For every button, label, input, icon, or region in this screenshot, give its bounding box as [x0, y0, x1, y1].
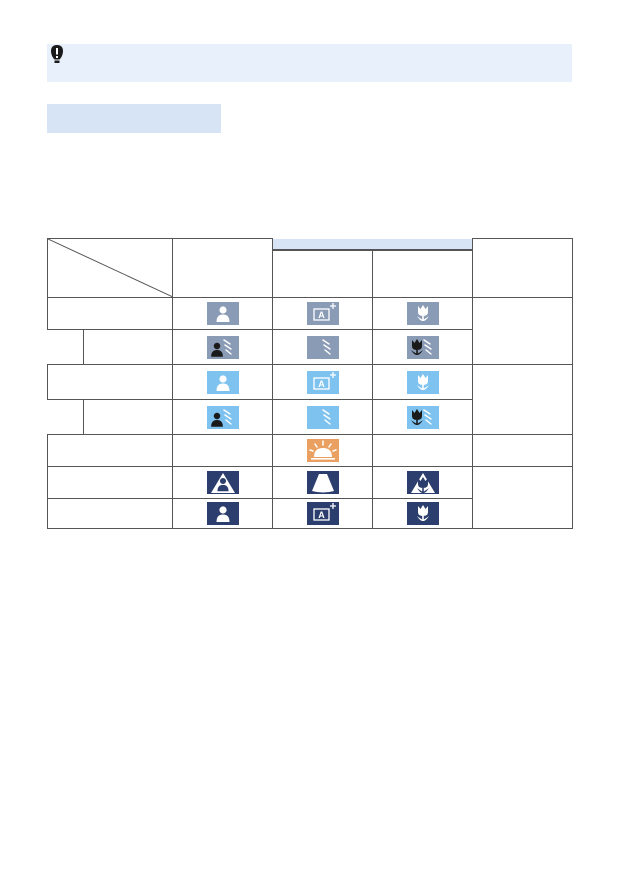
svg-text:A: A [318, 510, 325, 520]
row-label-cell [47, 466, 173, 499]
close-up-icon [406, 302, 439, 325]
tripod-close-up-icon [406, 471, 439, 494]
table-row [47, 434, 573, 467]
table-cell: A [272, 498, 373, 529]
row-label-cell [47, 297, 173, 330]
close-up-icon [406, 370, 439, 394]
table-row: A [47, 297, 573, 365]
header-cell-4 [472, 238, 573, 298]
row-label-cell [47, 364, 173, 400]
portrait-icon [206, 302, 239, 325]
row-indent-cell [47, 399, 84, 435]
caution-icon [51, 45, 63, 63]
backlit-close-up-icon [406, 405, 439, 429]
row-label-cell [83, 399, 173, 435]
table-cell [272, 466, 373, 499]
tripod-portrait-icon [206, 471, 239, 494]
backlit-close-up-icon [406, 335, 439, 359]
subheader-cell-b [372, 250, 473, 298]
diagonal-line [48, 239, 173, 297]
caution-bar [47, 44, 572, 82]
table-cell [372, 297, 473, 330]
table-cell [372, 399, 473, 435]
scene-auto-icon: A [306, 302, 339, 325]
table-row: A [47, 498, 573, 529]
table-row [47, 329, 573, 365]
table-cell [272, 434, 373, 467]
table-row [47, 466, 573, 529]
diagonal-header-cell [47, 238, 173, 298]
table-cell [172, 498, 273, 529]
table-header-row [47, 238, 573, 298]
scene-icon-table: A A [47, 238, 573, 529]
table-cell [172, 434, 273, 467]
svg-text:A: A [318, 310, 325, 320]
table-cell [472, 297, 573, 365]
table-cell [172, 399, 273, 435]
section-header [47, 104, 221, 133]
table-cell [472, 364, 573, 435]
table-cell [172, 329, 273, 365]
header-group-cell [273, 238, 473, 251]
portrait-icon [206, 502, 239, 525]
scene-auto-icon: A [306, 502, 339, 525]
table-cell: A [272, 364, 373, 400]
table-cell [372, 434, 473, 467]
table-cell [472, 434, 573, 467]
table-cell [372, 466, 473, 499]
table-row [47, 399, 573, 435]
table-cell [372, 364, 473, 400]
table-cell [372, 498, 473, 529]
scene-auto-icon: A [306, 370, 339, 394]
table-cell: A [272, 297, 373, 330]
table-cell [172, 466, 273, 499]
backlit-portrait-icon [206, 405, 239, 429]
row-indent-cell [47, 329, 84, 365]
table-cell [272, 329, 373, 365]
svg-text:A: A [318, 379, 325, 389]
row-label-cell [47, 498, 173, 529]
backlit-scene-icon [306, 335, 339, 359]
backlit-portrait-icon [206, 335, 239, 359]
table-cell [172, 297, 273, 330]
tripod-scene-icon [306, 471, 339, 494]
table-cell [472, 466, 573, 529]
table-row: A [47, 364, 573, 435]
close-up-icon [406, 502, 439, 525]
row-label-cell [83, 329, 173, 365]
table-cell [272, 399, 373, 435]
row-label-cell [47, 434, 173, 467]
portrait-icon [206, 370, 239, 394]
table-cell [172, 364, 273, 400]
table-cell [372, 329, 473, 365]
subheader-cell-a [272, 250, 373, 298]
backlit-scene-icon [306, 405, 339, 429]
header-cell-1 [172, 238, 273, 298]
sunset-icon [306, 439, 339, 462]
